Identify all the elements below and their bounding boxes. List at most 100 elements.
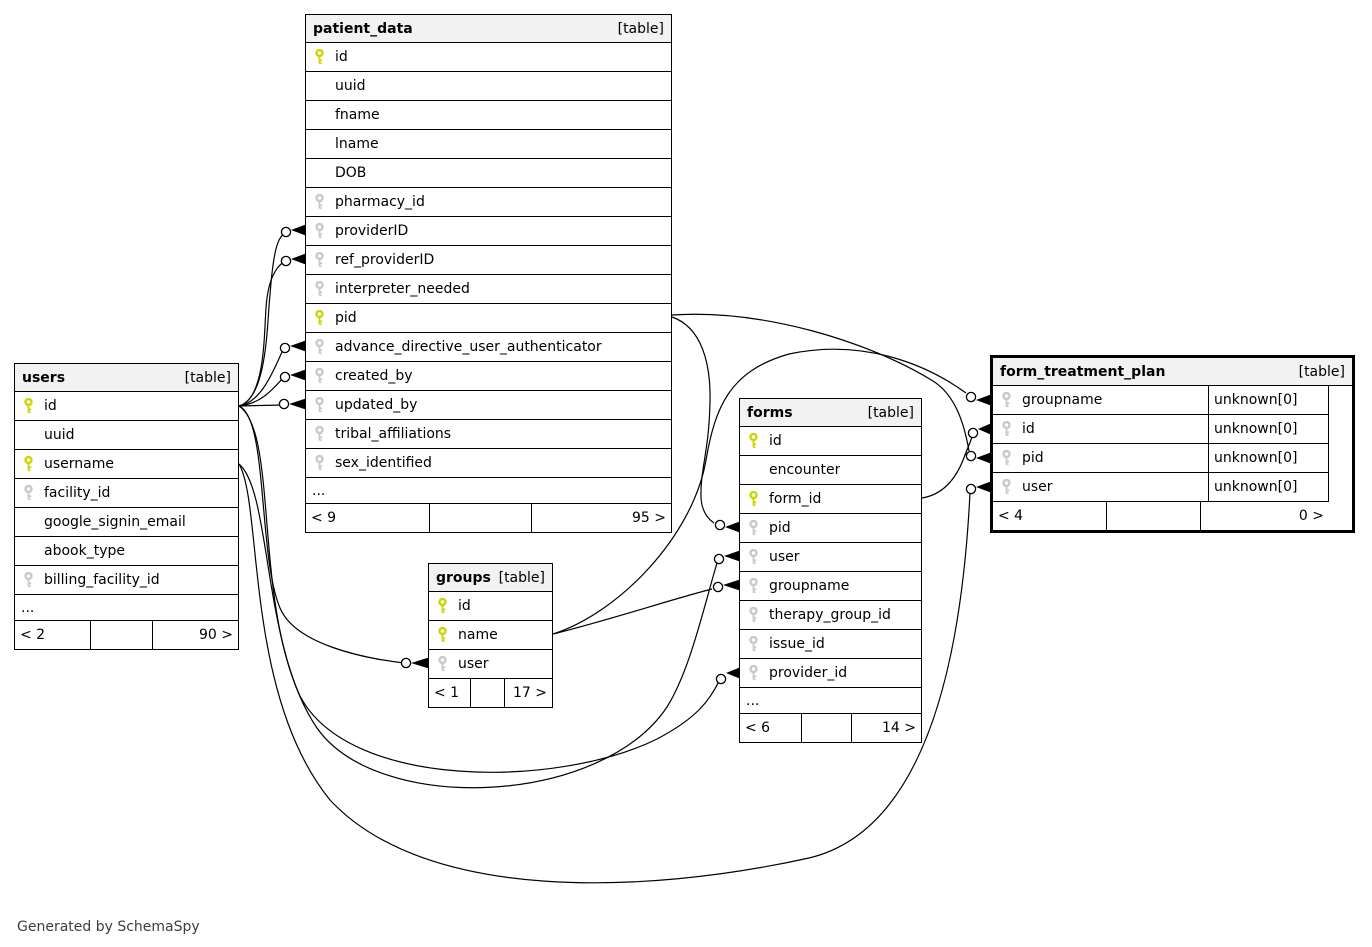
column-name-cell: id (429, 592, 552, 620)
table-header-users[interactable]: users [table] (15, 364, 238, 392)
column-name-cell: ref_providerID (306, 246, 671, 274)
column-row-user[interactable]: user (429, 650, 552, 679)
edge-users.id-to-patient_data.updated_by (238, 404, 283, 407)
column-row-abook_type[interactable]: abook_type (15, 537, 238, 566)
column-name: id (44, 398, 57, 414)
column-name-cell: issue_id (740, 630, 921, 658)
column-type: unknown[0] (1208, 473, 1328, 501)
column-row-uuid[interactable]: uuid (15, 421, 238, 450)
column-name: google_signin_email (44, 514, 186, 530)
edge-circle-form_treatment_plan.groupname (965, 391, 977, 403)
column-row-facility_id[interactable]: facility_id (15, 479, 238, 508)
column-name: billing_facility_id (44, 572, 160, 588)
foreign-key-icon (1002, 420, 1011, 437)
table-name[interactable]: patient_data (313, 20, 413, 37)
column-row-id[interactable]: id (429, 592, 552, 621)
footer-children-count: 14 > (881, 720, 916, 736)
column-row-lname[interactable]: lname (306, 130, 671, 159)
column-row-username[interactable]: username (15, 450, 238, 479)
column-row-advance_directive_user_authenticator[interactable]: advance_directive_user_authenticator (306, 333, 671, 362)
column-row-id[interactable]: id (306, 43, 671, 72)
column-name-cell: billing_facility_id (15, 566, 238, 594)
column-name-cell: sex_identified (306, 449, 671, 477)
column-row-tribal_affiliations[interactable]: tribal_affiliations (306, 420, 671, 449)
column-row-billing_facility_id[interactable]: billing_facility_id (15, 566, 238, 595)
column-name-cell: provider_id (740, 659, 921, 687)
column-row-id[interactable]: id (15, 392, 238, 421)
key-icon-slot (314, 222, 325, 239)
column-row-user[interactable]: user (740, 543, 921, 572)
column-name: facility_id (44, 485, 111, 501)
edge-users.id-to-patient_data.providerID (238, 233, 285, 407)
column-row-fname[interactable]: fname (306, 101, 671, 130)
foreign-key-icon (749, 635, 758, 652)
table-name[interactable]: users (22, 369, 66, 386)
column-row-pid[interactable]: pid (740, 514, 921, 543)
edge-circle-patient_data.created_by (279, 371, 291, 383)
column-name: DOB (335, 165, 367, 181)
more-columns-ellipsis: ... (740, 688, 921, 714)
column-row-google_signin_email[interactable]: google_signin_email (15, 508, 238, 537)
foreign-key-icon (315, 222, 324, 239)
table-header-form_treatment_plan[interactable]: form_treatment_plan[table] (993, 358, 1352, 386)
edge-patient_data.pid-to-forms.pid (671, 316, 715, 524)
key-icon-slot (314, 367, 325, 384)
column-name-cell: advance_directive_user_authenticator (306, 333, 671, 361)
key-icon-slot (748, 490, 759, 507)
column-row-id[interactable]: id (740, 427, 921, 456)
column-row-provider_id[interactable]: provider_id (740, 659, 921, 688)
column-name: sex_identified (335, 455, 432, 471)
column-row-pharmacy_id[interactable]: pharmacy_id (306, 188, 671, 217)
key-icon-slot (314, 454, 325, 471)
key-icon-slot (314, 251, 325, 268)
column-row-ref_providerID[interactable]: ref_providerID (306, 246, 671, 275)
table-header-patient_data[interactable]: patient_data[table] (306, 15, 671, 43)
table-header-forms[interactable]: forms[table] (740, 399, 921, 427)
table-name[interactable]: form_treatment_plan (1000, 363, 1166, 380)
column-row-interpreter_needed[interactable]: interpreter_needed (306, 275, 671, 304)
column-name: user (769, 549, 800, 565)
column-name-cell: encounter (740, 456, 921, 484)
column-name: form_id (769, 491, 822, 507)
column-row-DOB[interactable]: DOB (306, 159, 671, 188)
primary-key-icon (24, 455, 33, 472)
column-row-name[interactable]: name (429, 621, 552, 650)
crowfoot-arrow-forms.user (724, 550, 739, 562)
column-name: tribal_affiliations (335, 426, 452, 442)
column-row-pid[interactable]: pid (306, 304, 671, 333)
table-header-groups[interactable]: groups[table] (429, 564, 552, 592)
primary-key-icon (749, 490, 758, 507)
key-icon-slot (23, 484, 34, 501)
table-type-badge: [table] (184, 369, 231, 386)
table-name[interactable]: groups (436, 569, 491, 586)
column-row-uuid[interactable]: uuid (306, 72, 671, 101)
column-name-cell: pid (740, 514, 921, 542)
column-row-created_by[interactable]: created_by (306, 362, 671, 391)
table-name[interactable]: forms (747, 404, 793, 421)
column-name: interpreter_needed (335, 281, 470, 297)
column-row-providerID[interactable]: providerID (306, 217, 671, 246)
column-row-issue_id[interactable]: issue_id (740, 630, 921, 659)
column-name-cell: pid (306, 304, 671, 332)
column-row-sex_identified[interactable]: sex_identified (306, 449, 671, 478)
column-row-updated_by[interactable]: updated_by (306, 391, 671, 420)
column-type: unknown[0] (1208, 444, 1328, 472)
edge-circle-patient_data.updated_by (278, 398, 290, 410)
edge-circle-patient_data.advance_directive_user_authenticator (279, 342, 291, 354)
column-row-groupname[interactable]: groupname (740, 572, 921, 601)
column-row-therapy_group_id[interactable]: therapy_group_id (740, 601, 921, 630)
column-row-encounter[interactable]: encounter (740, 456, 921, 485)
key-icon-slot (314, 48, 325, 65)
column-name: therapy_group_id (769, 607, 891, 623)
column-row-form_id[interactable]: form_id (740, 485, 921, 514)
crowfoot-arrow-forms.provider_id (726, 667, 739, 679)
column-name: username (44, 456, 114, 472)
